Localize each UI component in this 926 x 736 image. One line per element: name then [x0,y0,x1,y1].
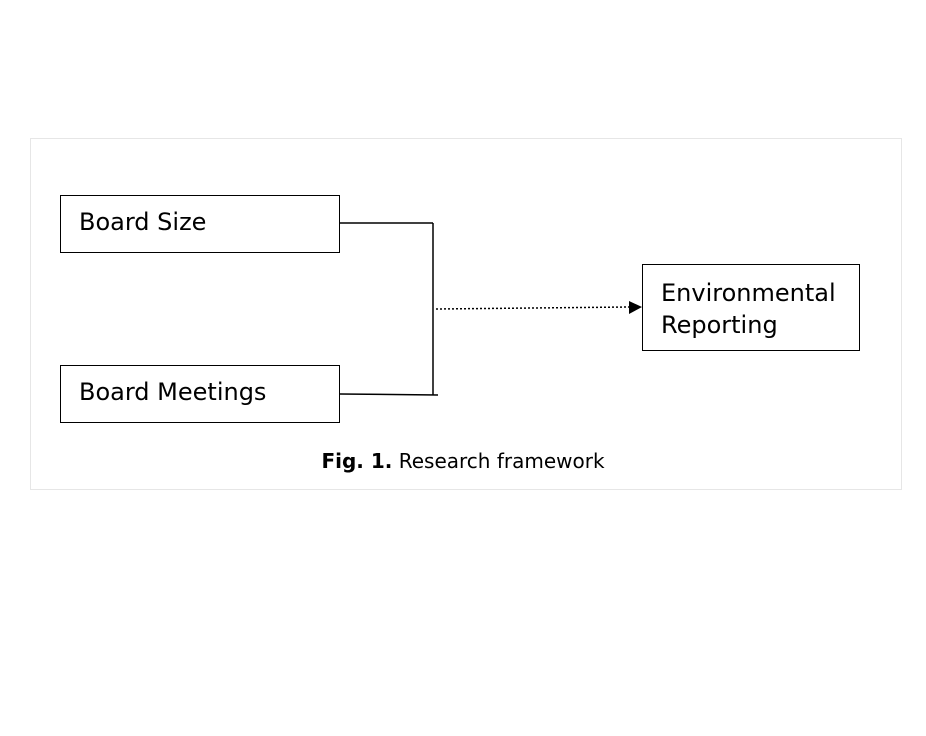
node-environmental-reporting: Environmental Reporting [642,264,860,351]
node-board-meetings: Board Meetings [60,365,340,423]
figure-caption-label: Fig. 1. [321,449,393,473]
node-board-meetings-label: Board Meetings [79,378,267,406]
figure-caption-text: Research framework [392,449,605,473]
figure-caption: Fig. 1. Research framework [0,449,926,473]
node-board-size: Board Size [60,195,340,253]
node-board-size-label: Board Size [79,208,207,236]
node-environmental-reporting-label-line2: Reporting [661,311,778,340]
node-environmental-reporting-label-line1: Environmental [661,279,836,307]
